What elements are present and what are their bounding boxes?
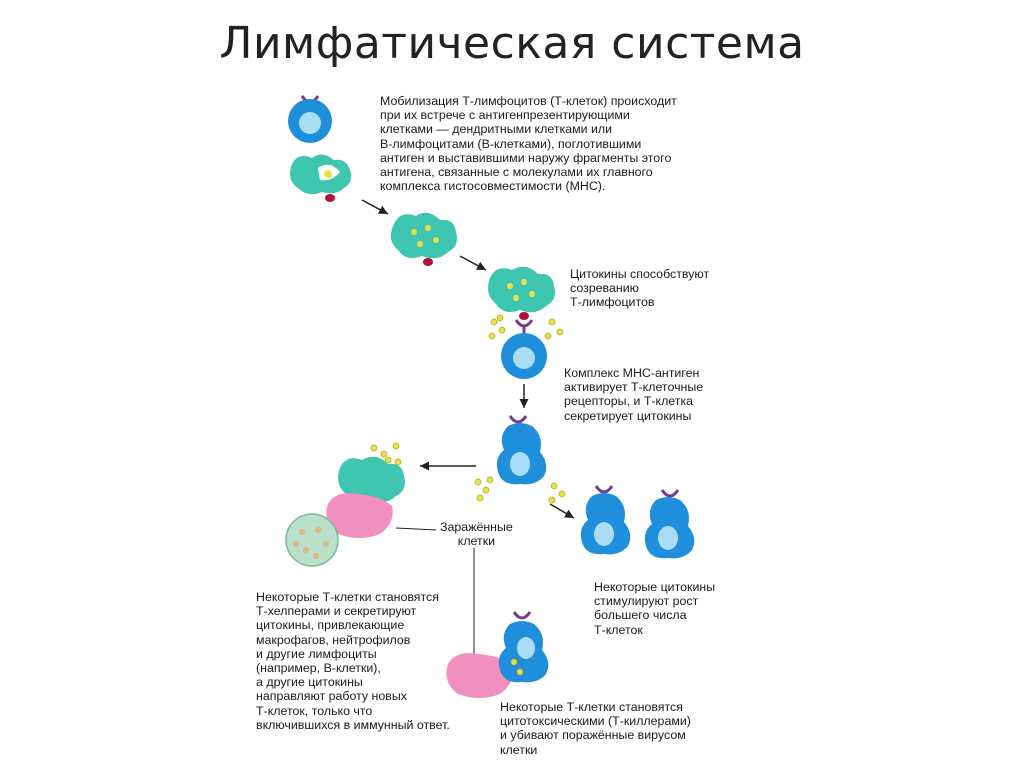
caption-cytokines-maturation: Цитокины способствуют созреванию Т-лимфо… xyxy=(570,267,710,310)
t-cell-initial xyxy=(288,95,332,143)
pink-cell-lower xyxy=(446,653,513,698)
apc-presenting xyxy=(488,266,555,320)
caption-growth: Некоторые цитокины стимулируют рост боль… xyxy=(594,580,716,637)
caption-helpers: Некоторые Т-клетки становятся Т-хелперам… xyxy=(256,590,450,732)
t-cell-clone-1 xyxy=(580,485,631,555)
apc-with-antigen xyxy=(290,154,352,202)
apc-processing xyxy=(390,212,457,266)
cytokines-cluster-1 xyxy=(488,314,564,340)
pink-cell-upper xyxy=(326,493,393,538)
cytokines-cluster-2 xyxy=(474,476,566,504)
caption-mobilization: Мобилизация Т-лимфоцитов (Т-клеток) прои… xyxy=(380,94,677,194)
caption-mhc-complex: Комплекс МНС-антиген активирует Т-клеточ… xyxy=(564,366,704,423)
t-killer-cell xyxy=(498,611,549,683)
t-cell-secreting xyxy=(496,415,547,485)
infected-cell xyxy=(285,513,339,567)
t-cell-activated xyxy=(501,319,547,379)
caption-killers: Некоторые Т-клетки становятся цитотоксич… xyxy=(500,700,691,757)
caption-infected-cells: Заражённые клетки xyxy=(440,520,513,549)
slide-title: Лимфатическая система xyxy=(219,18,805,69)
t-cell-clone-2 xyxy=(644,489,695,559)
apc-helper-branch xyxy=(338,456,405,503)
cytokines-cluster-3 xyxy=(370,442,402,466)
